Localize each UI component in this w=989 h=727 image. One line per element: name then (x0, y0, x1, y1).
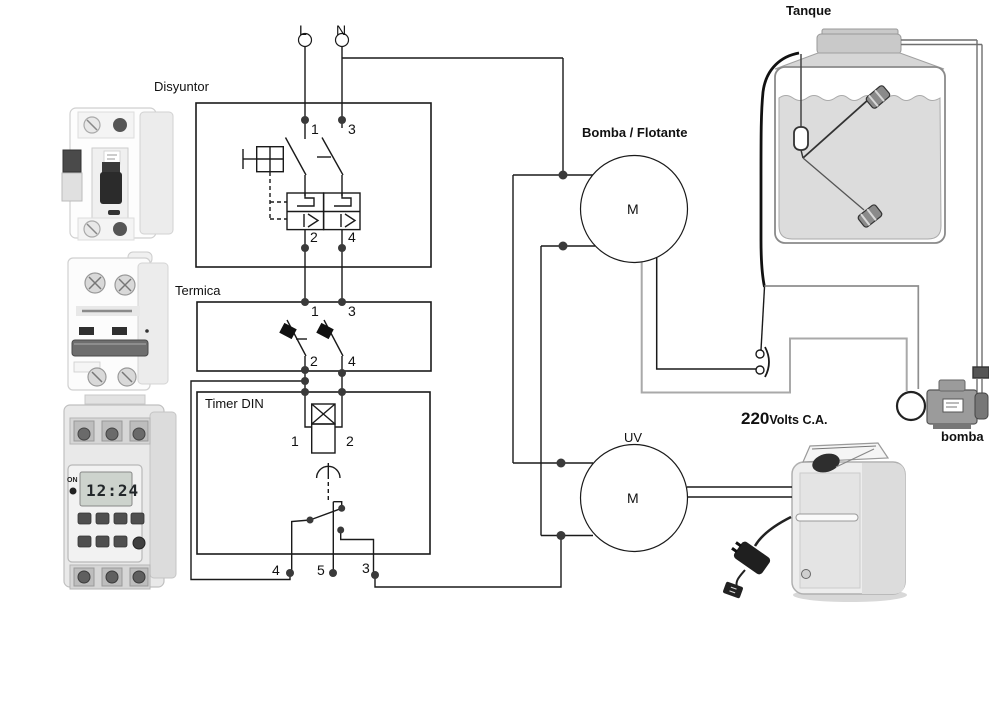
tank-pipe (901, 39, 989, 394)
termica-terminal-1: 1 (311, 303, 319, 319)
termica-terminal-2: 2 (310, 353, 318, 369)
label-termica: Termica (175, 283, 221, 298)
motor-symbols (579, 154, 792, 553)
tank-illustration (759, 28, 946, 288)
gray-cable-bomba-to-pump (640, 261, 908, 394)
uv-container-illustration (723, 442, 907, 602)
voltage-value: 220 (741, 409, 770, 428)
timer-lcd-display: 12:24 (86, 481, 140, 500)
label-bomba: bomba (941, 429, 984, 444)
timer-photo (63, 394, 177, 590)
label-voltage: 220Volts C.A. (741, 410, 827, 428)
termica-schematic (196, 301, 432, 372)
label-N: N (336, 22, 347, 38)
label-disyuntor: Disyuntor (154, 79, 209, 94)
timer-coil-terminal-2: 2 (346, 433, 354, 449)
float-lower (857, 204, 883, 228)
black-cable-bomba-to-contact (655, 257, 756, 370)
timer-terminal-5: 5 (317, 562, 325, 578)
float-upper (865, 85, 891, 109)
pump-cables (640, 257, 920, 394)
voltage-unit: Volts C.A. (769, 413, 828, 427)
junction-dots (286, 116, 568, 579)
timer-terminal-4: 4 (272, 562, 280, 578)
float-contact-lower (755, 365, 765, 375)
float-pivot (793, 126, 809, 151)
termica-terminal-4: 4 (348, 353, 356, 369)
timer-lcd (79, 471, 133, 507)
timer-terminal-3: 3 (362, 560, 370, 576)
label-timer-din: Timer DIN (205, 396, 264, 411)
float-cable-branch (764, 285, 920, 389)
uv-motor-letter: M (627, 490, 639, 506)
timer-on-label: ON (67, 477, 78, 484)
timer-schematic (196, 391, 431, 575)
bomba-motor-circle (579, 154, 689, 264)
uv-motor-circle (579, 443, 689, 553)
label-bomba-flotante: Bomba / Flotante (582, 125, 688, 140)
label-uv: UV (624, 430, 643, 445)
float-contact-upper (755, 349, 765, 359)
disyuntor-schematic (195, 102, 432, 268)
bomba-motor-letter: M (627, 201, 639, 217)
disyuntor-terminal-4: 4 (348, 229, 356, 245)
label-tanque: Tanque (786, 3, 832, 18)
disyuntor-terminal-2: 2 (310, 229, 318, 245)
label-L: L (299, 22, 307, 38)
power-adapter (731, 541, 771, 575)
schematic-wires (190, 32, 595, 588)
termica-terminal-3: 3 (348, 303, 356, 319)
pump-illustration (895, 379, 989, 429)
disyuntor-photo (61, 107, 174, 241)
disyuntor-terminal-3: 3 (348, 121, 356, 137)
termica-photo (67, 251, 169, 391)
float-cable (759, 51, 800, 288)
timer-coil-terminal-1: 1 (291, 433, 299, 449)
uv-lamp (795, 513, 859, 522)
disyuntor-terminal-1: 1 (311, 121, 319, 137)
